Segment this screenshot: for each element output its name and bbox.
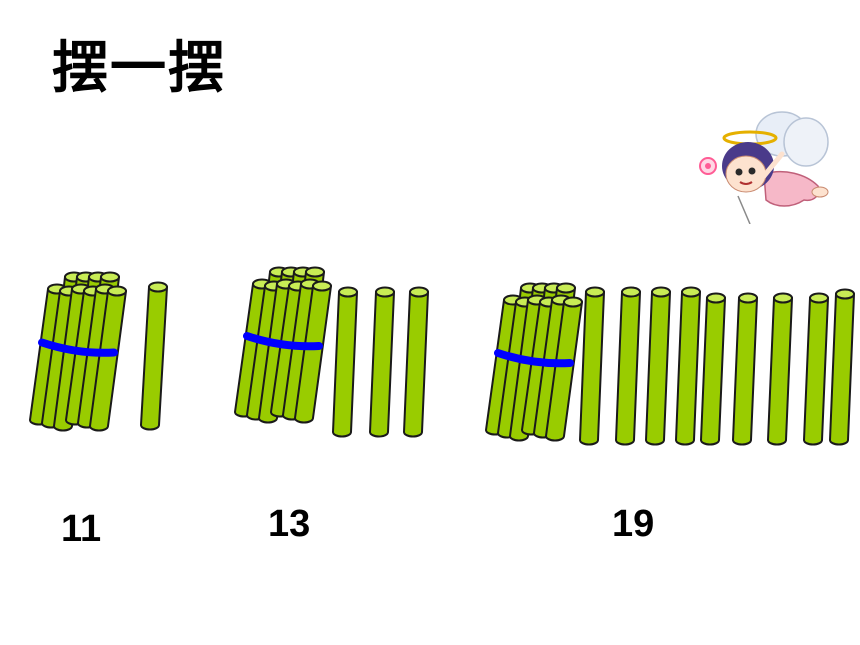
counting-stick-icon	[140, 281, 168, 431]
bundle-stick	[294, 280, 332, 424]
counting-stick-icon	[700, 292, 726, 446]
stick-bundle-icon	[234, 266, 332, 424]
bundle-band	[494, 349, 574, 368]
counting-stick-icon	[403, 286, 429, 438]
group-label-13: 13	[268, 503, 311, 545]
counting-stick-icon	[732, 292, 758, 446]
counting-stick-icon	[615, 286, 641, 446]
stick-bundle-icon	[29, 271, 127, 432]
counting-stick-icon	[675, 286, 701, 446]
counting-stick-icon	[579, 286, 605, 446]
group-label-19: 19	[612, 503, 655, 545]
counting-stick-icon	[645, 286, 671, 446]
bundle-band	[38, 338, 118, 357]
counting-stick-icon	[767, 292, 793, 446]
counting-stick-icon	[829, 288, 855, 446]
bundle-stick	[545, 296, 583, 442]
counting-stick-icon	[369, 286, 395, 438]
bundle-band	[243, 332, 323, 351]
angel-fairy-icon	[699, 111, 829, 224]
stick-bundle-icon	[485, 282, 583, 442]
page-title: 摆一摆	[52, 35, 226, 101]
counting-stick-icon	[332, 286, 358, 438]
counting-stick-icon	[803, 292, 829, 446]
group-label-11: 11	[61, 508, 102, 550]
bundle-stick	[89, 285, 127, 432]
